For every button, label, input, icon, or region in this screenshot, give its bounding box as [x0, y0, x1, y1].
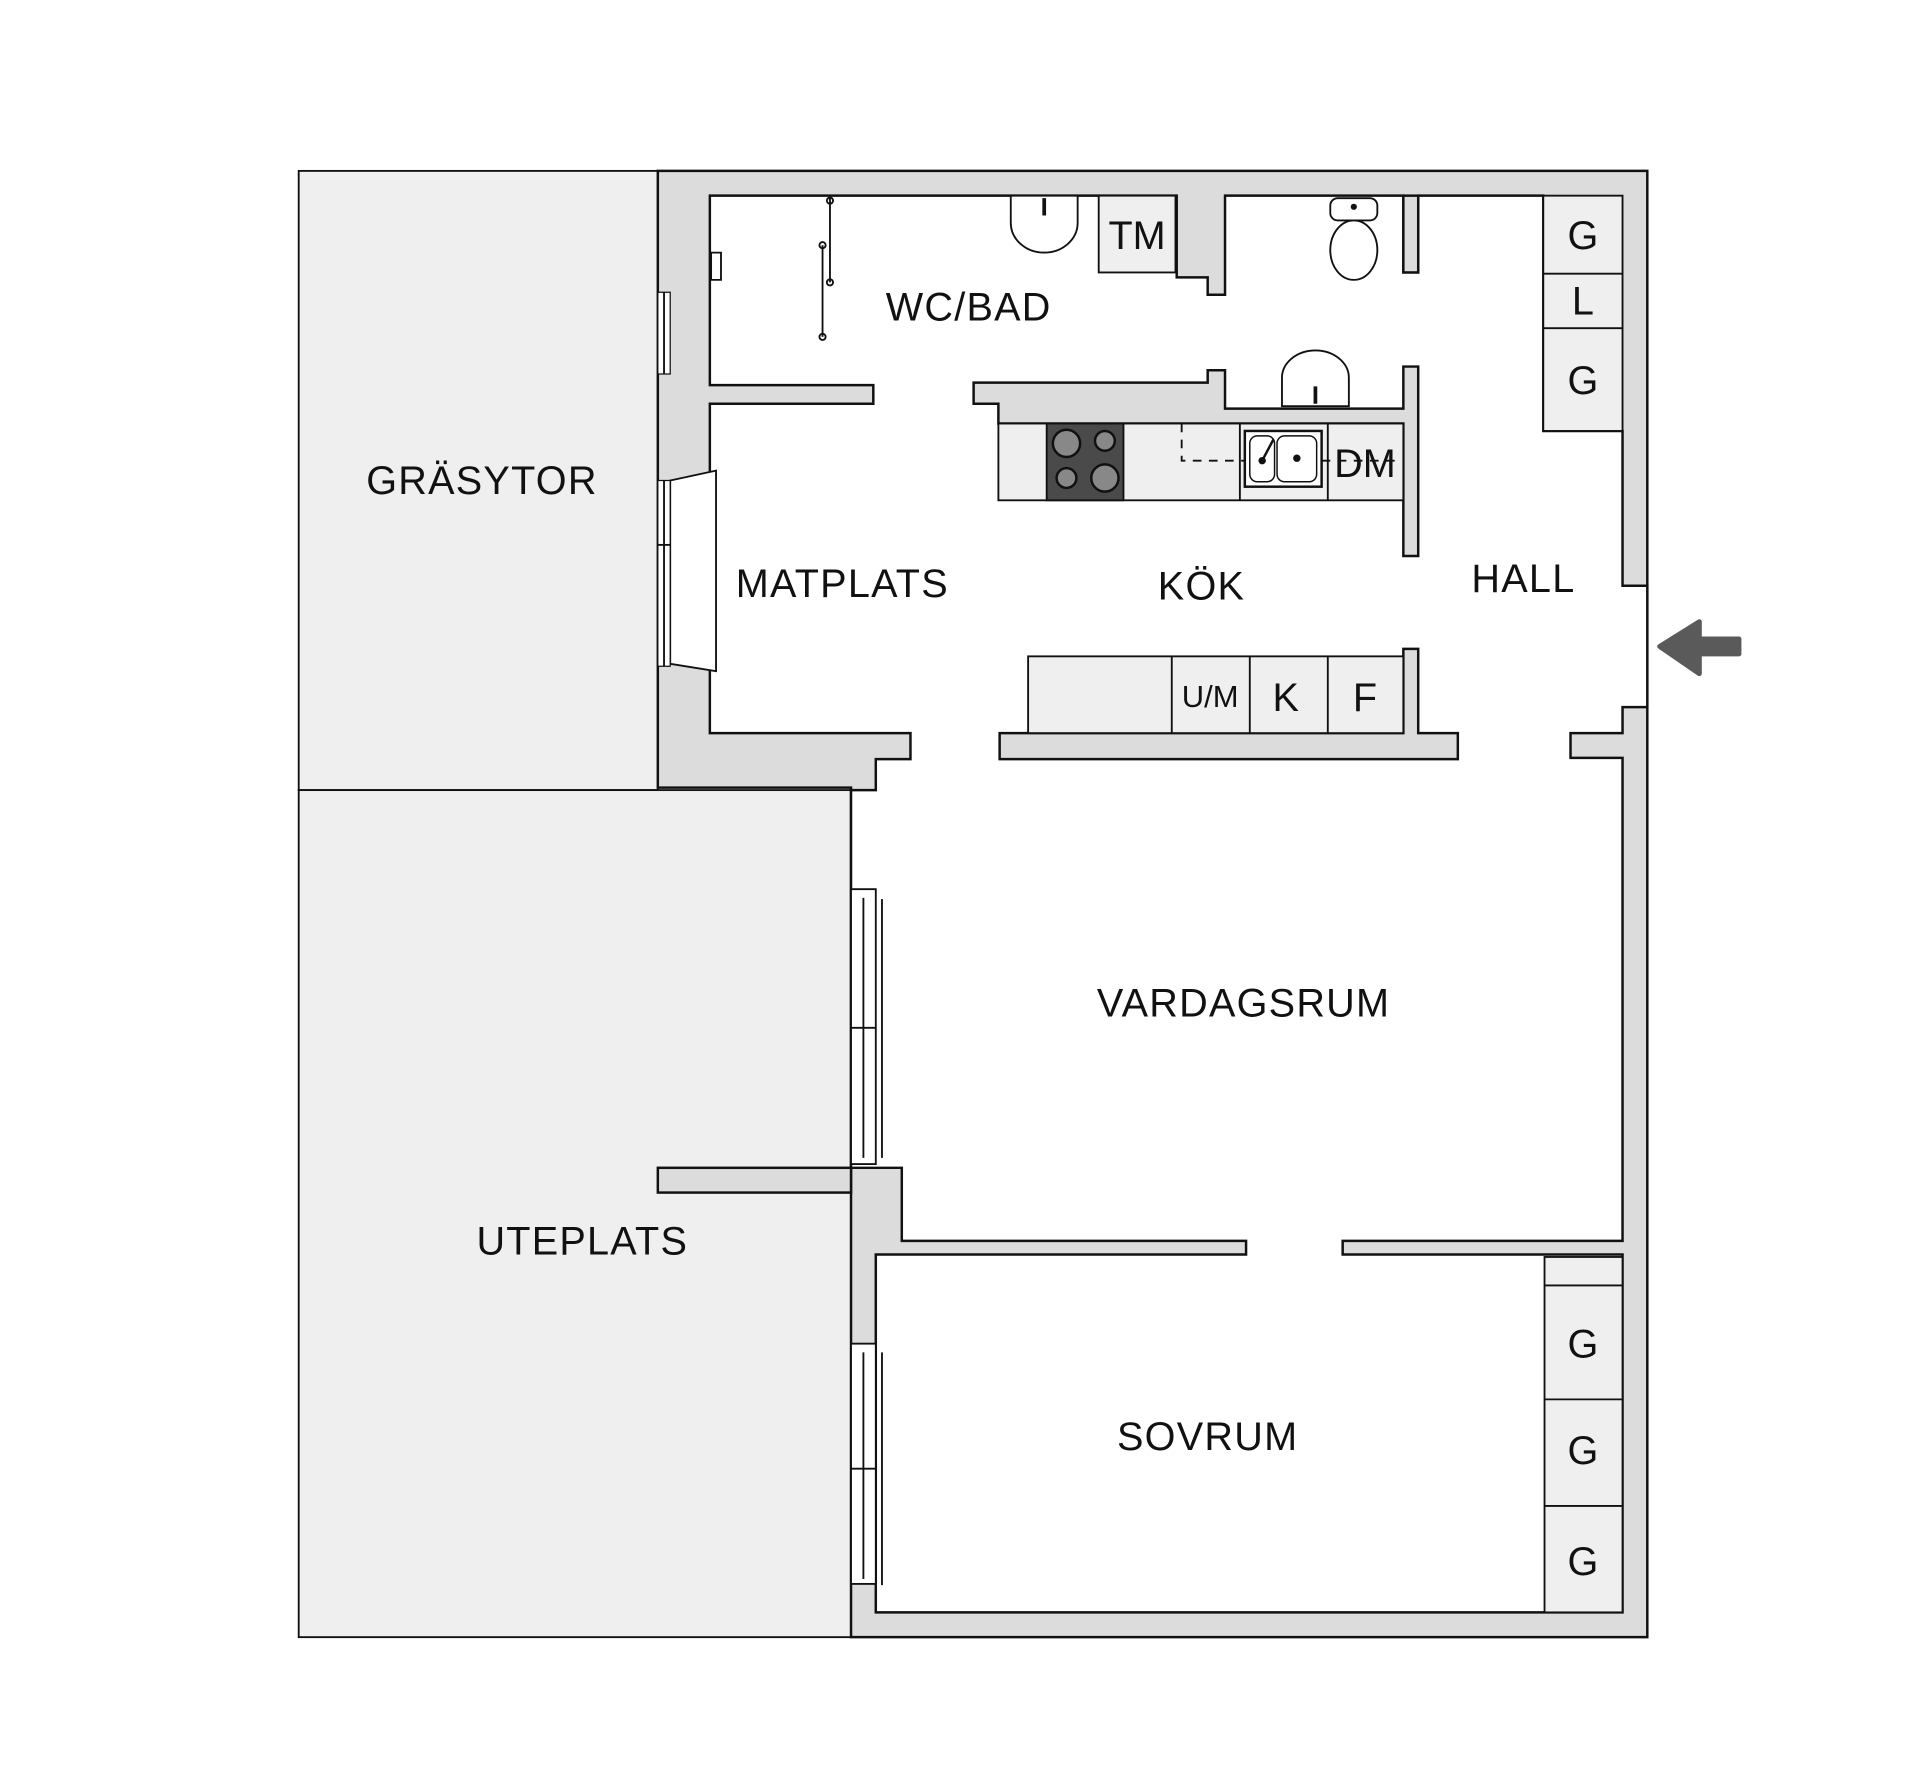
entrance-arrow-icon — [1657, 619, 1742, 677]
f-label: F — [1353, 676, 1377, 720]
grasytor-area — [297, 169, 659, 792]
window-sovrum — [850, 1342, 883, 1586]
bedroom-wardrobes — [1543, 1256, 1624, 1614]
room-label-uteplats: UTEPLATS — [476, 1219, 688, 1263]
shower-rail-icon — [818, 196, 834, 341]
room-label-hall: HALL — [1471, 557, 1575, 601]
room-label-wc-bad: WC/BAD — [886, 286, 1052, 330]
bedroom-wardrobe-3: G — [1568, 1540, 1599, 1584]
hall-wardrobes — [1542, 194, 1624, 432]
toilet-icon — [1329, 197, 1379, 281]
dm-label: DM — [1334, 442, 1396, 486]
dishwasher-pipe — [1180, 423, 1400, 462]
room-label-kok: KÖK — [1158, 564, 1245, 608]
tm-cabinet — [1097, 194, 1177, 274]
hall-wardrobe-2: L — [1572, 280, 1594, 324]
terrace-divider — [656, 1166, 853, 1194]
k-label: K — [1272, 676, 1298, 720]
room-label-grasytor: GRÄSYTOR — [366, 459, 597, 503]
lower-cabinets — [1027, 655, 1405, 735]
faucet-icon — [710, 251, 722, 281]
bedroom-wardrobe-2: G — [1568, 1429, 1599, 1473]
um-label: U/M — [1182, 679, 1239, 714]
kitchen-back-wall — [972, 365, 1420, 558]
room-label-sovrum: SOVRUM — [1117, 1415, 1298, 1459]
hall-wardrobe-1: G — [1568, 214, 1599, 258]
window-vardagsrum — [850, 888, 883, 1166]
room-label-vardagsrum: VARDAGSRUM — [1097, 982, 1390, 1026]
hall-wardrobe-3: G — [1568, 359, 1599, 403]
bedroom-wardrobe-1: G — [1568, 1322, 1599, 1366]
tm-label: TM — [1108, 214, 1165, 258]
sink-icon — [1243, 429, 1323, 488]
uteplats-area — [297, 789, 852, 1639]
window-wc — [657, 291, 671, 375]
room-label-matplats: MATPLATS — [736, 562, 949, 606]
washbasin-icon — [1009, 194, 1079, 254]
wc-partition — [1402, 194, 1420, 274]
washbasin-hall-icon — [1281, 349, 1350, 408]
window-matplats — [657, 469, 717, 673]
